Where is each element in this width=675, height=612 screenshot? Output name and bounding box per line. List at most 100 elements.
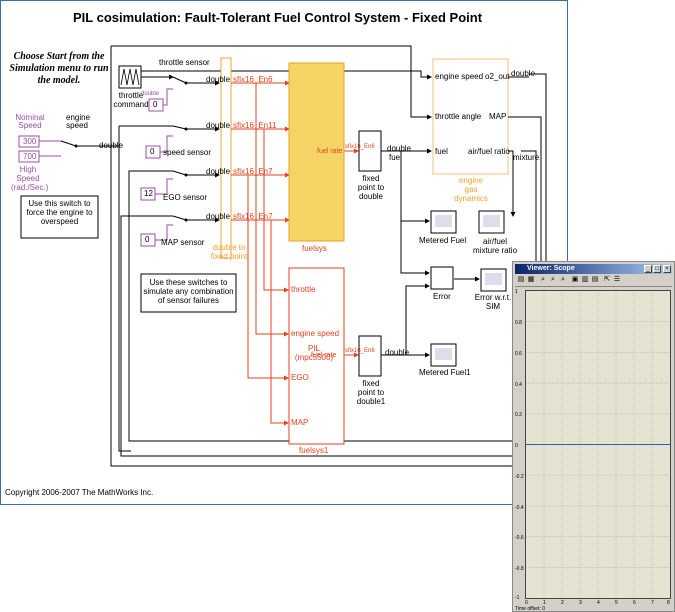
time-offset: Time offset: 0 — [515, 606, 546, 612]
x-tick-label: 4 — [597, 600, 600, 606]
y-tick-label: 1 — [515, 289, 518, 295]
double-to-fixed-label: double to fixed point — [210, 243, 248, 261]
restore-axes-icon[interactable]: ▤ — [591, 276, 599, 283]
fixed-to-double1-label: fixed point to double1 — [356, 379, 386, 406]
nominal-speed-label: Nominal Speed — [15, 113, 45, 130]
port-label: throttle angle — [435, 112, 482, 121]
throttle-sensor-label: throttle sensor — [159, 58, 210, 67]
const-value: 0 — [145, 235, 150, 244]
signal-label: double — [206, 75, 231, 84]
metered-fuel1-label: Metered Fuel1 — [419, 368, 471, 377]
y-tick-label: -0.6 — [515, 535, 524, 541]
y-tick-label: 0.2 — [515, 412, 522, 418]
signal-label: double — [206, 212, 231, 221]
signal-label: double — [385, 348, 410, 357]
signal-label: double — [141, 91, 160, 97]
signal-label: sfix16_En11 — [233, 121, 277, 130]
zoom-y-icon[interactable]: ⌕ — [561, 276, 565, 283]
mixture-label: mixture — [513, 153, 540, 162]
const-value: 0 — [153, 100, 158, 109]
scope-title-bar[interactable]: Viewer: Scope _ □ × — [515, 264, 672, 274]
fuelsys1-label: fuelsys1 — [299, 446, 329, 455]
scope-plot-area[interactable] — [525, 290, 671, 599]
signal-selection-icon[interactable]: ☰ — [613, 276, 621, 283]
scope-window-title: Viewer: Scope — [527, 265, 575, 272]
port-label: throttle — [291, 285, 316, 294]
fuelsys-label: fuelsys — [302, 244, 327, 253]
engine-gas-dynamics-block — [432, 58, 509, 175]
y-tick-label: 0.8 — [515, 320, 522, 326]
port-label: EGO — [291, 373, 309, 382]
error-sim-label: Error w.r.t. SIM — [474, 293, 512, 311]
air-fuel-scope-label: air/fuel mixture ratio — [473, 237, 518, 255]
zoom-icon[interactable]: ⌕ — [541, 276, 545, 283]
ego-sensor-label: EGO sensor — [163, 193, 208, 202]
close-button[interactable]: × — [663, 265, 671, 273]
port-label: fuel — [435, 147, 448, 156]
signal-label: double — [99, 141, 124, 150]
signal-label: sfix16_En6 — [233, 75, 273, 84]
maximize-button[interactable]: □ — [653, 265, 661, 273]
signal-label: sfix16_En6 — [345, 144, 375, 150]
port-label: MAP — [489, 112, 507, 121]
y-tick-label: 0.6 — [515, 351, 522, 357]
error-label: Error — [433, 292, 451, 301]
block-diagram — [18, 45, 547, 467]
signal-label: sfix16_En6 — [345, 348, 375, 354]
y-tick-label: -0.4 — [515, 505, 524, 511]
port-label: engine speed — [435, 72, 484, 81]
minimize-button[interactable]: _ — [644, 265, 652, 273]
signal-label: double — [511, 69, 536, 78]
parameters-icon[interactable]: ▦ — [527, 276, 535, 283]
x-tick-label: 8 — [667, 600, 670, 606]
signal-label: sfix16_En7 — [233, 212, 273, 221]
scope-grid — [526, 291, 670, 598]
port-label: engine speed — [291, 329, 340, 338]
port-label: MAP — [291, 418, 309, 427]
x-tick-label: 2 — [561, 600, 564, 606]
metered-fuel-label: Metered Fuel — [419, 236, 467, 245]
port-label: fuel rate — [317, 148, 343, 155]
x-tick-label: 5 — [615, 600, 618, 606]
scope-toolbar: ▤ ▦ ⌕ ⌕ ⌕ ▣ ▥ ▤ ⇱ ☰ — [515, 275, 672, 287]
save-axes-icon[interactable]: ▥ — [581, 276, 589, 283]
signal-label: sfix16_En7 — [233, 167, 273, 176]
model-canvas: PIL cosimulation: Fault-Tolerant Fuel Co… — [0, 0, 568, 505]
port-label: o2_out — [485, 72, 510, 81]
high-speed-value: 700 — [23, 152, 37, 161]
autoscale-icon[interactable]: ▣ — [571, 276, 579, 283]
fuelsys-block — [288, 62, 345, 242]
overspeed-note: Use this switch to force the engine to o… — [26, 199, 93, 226]
port-label: air/fuel ratio — [468, 147, 510, 156]
signal-label: double — [206, 167, 231, 176]
const-value: 12 — [144, 189, 153, 198]
signal-label: double — [387, 144, 412, 153]
y-tick-label: 0.4 — [515, 382, 522, 388]
y-tick-label: -0.2 — [515, 474, 524, 480]
instructions-text: Choose Start from the Simulation menu to… — [9, 51, 109, 86]
x-tick-label: 0 — [525, 600, 528, 606]
signal-label: double — [206, 121, 231, 130]
fuelsys1-block — [288, 267, 345, 445]
fixed-to-double-label: fixed point to double — [357, 174, 385, 201]
y-tick-label: 0 — [515, 443, 518, 449]
copyright: Copyright 2006-2007 The MathWorks Inc. — [5, 488, 154, 497]
pil-label: PIL (mpc5500) — [294, 344, 334, 362]
floating-scope-icon[interactable]: ⇱ — [604, 276, 610, 283]
port-label: fuel rate — [311, 352, 337, 359]
page-title: PIL cosimulation: Fault-Tolerant Fuel Co… — [73, 10, 483, 25]
print-icon[interactable]: ▤ — [517, 276, 525, 283]
zoom-x-icon[interactable]: ⌕ — [551, 276, 555, 283]
x-tick-label: 6 — [633, 600, 636, 606]
const-value: 0 — [150, 147, 155, 156]
failures-note: Use these switches to simulate any combi… — [143, 278, 234, 305]
scope-window[interactable]: Viewer: Scope _ □ × ▤ ▦ ⌕ ⌕ ⌕ ▣ ▥ ▤ ⇱ ☰ — [512, 261, 675, 612]
y-tick-label: -1 — [515, 595, 520, 601]
high-speed-label: High Speed (rad./Sec.) — [11, 165, 49, 192]
nominal-speed-value: 300 — [23, 137, 37, 146]
x-tick-label: 1 — [543, 600, 546, 606]
engine-speed-label: engine speed — [66, 113, 91, 130]
engine-gas-dynamics-label: engine gas dynamics — [454, 176, 488, 203]
y-tick-label: -0.8 — [515, 566, 524, 572]
map-sensor-label: MAP sensor — [161, 238, 205, 247]
